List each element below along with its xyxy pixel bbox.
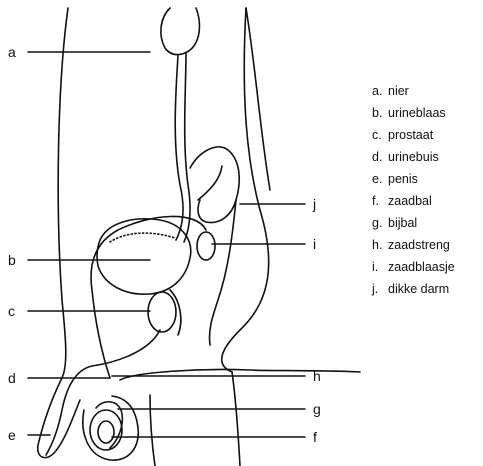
seminal-vesicle	[197, 232, 215, 260]
legend-label: urinebuis	[388, 150, 439, 164]
legend-key: e.	[372, 168, 388, 190]
legend-key: j.	[372, 278, 388, 300]
legend-key: b.	[372, 102, 388, 124]
testis-inner	[98, 421, 114, 443]
legend-item: g.bijbal	[372, 212, 455, 234]
bladder-stipple	[110, 233, 175, 242]
kidney	[161, 8, 200, 55]
leader-key-e: e	[8, 427, 16, 443]
colon	[190, 147, 239, 223]
legend-item: h.zaadstreng	[372, 234, 455, 256]
legend-label: bijbal	[388, 216, 417, 230]
legend-item: d.urinebuis	[372, 146, 455, 168]
leader-key-j: j	[312, 196, 316, 212]
leader-key-i: i	[313, 236, 316, 252]
legend-key: c.	[372, 124, 388, 146]
leader-key-f: f	[313, 429, 317, 445]
legend-label: zaadstreng	[388, 238, 450, 252]
back-outline	[222, 8, 269, 372]
legend-label: zaadblaasje	[388, 260, 455, 274]
leader-key-g: g	[313, 401, 321, 417]
legend-key: i.	[372, 256, 388, 278]
legend-list: a.nier b.urineblaas c.prostaat d.urinebu…	[372, 80, 455, 300]
ureter-inner	[184, 52, 190, 242]
legend-key: g.	[372, 212, 388, 234]
back-outline-inner	[246, 8, 270, 190]
legend-label: penis	[388, 172, 418, 186]
bladder	[97, 219, 191, 294]
legend-item: b.urineblaas	[372, 102, 455, 124]
testis	[90, 410, 122, 450]
leader-key-b: b	[8, 252, 16, 268]
legend-label: urineblaas	[388, 106, 446, 120]
ureter	[175, 55, 183, 240]
colon-inner	[198, 166, 222, 200]
leader-key-h: h	[313, 368, 321, 384]
leader-key-d: d	[8, 370, 16, 386]
legend-key: f.	[372, 190, 388, 212]
legend-item: e.penis	[372, 168, 455, 190]
legend-key: a.	[372, 80, 388, 102]
legend-label: nier	[388, 84, 409, 98]
front-outline	[38, 8, 80, 458]
legend-item: i.zaadblaasje	[372, 256, 455, 278]
legend-key: h.	[372, 234, 388, 256]
scrotum	[83, 396, 138, 460]
legend-key: d.	[372, 146, 388, 168]
legend-item: c.prostaat	[372, 124, 455, 146]
legend-item: j.dikke darm	[372, 278, 455, 300]
thigh-lower	[150, 395, 155, 466]
prostate	[148, 292, 176, 332]
legend-label: prostaat	[388, 128, 433, 142]
thigh-outline	[120, 369, 360, 380]
legend-label: dikke darm	[388, 282, 449, 296]
legend-item: a.nier	[372, 80, 455, 102]
leader-key-c: c	[8, 303, 15, 319]
legend-item: f.zaadbal	[372, 190, 455, 212]
legend-label: zaadbal	[388, 194, 432, 208]
leader-key-a: a	[8, 44, 16, 60]
thigh-back	[232, 372, 240, 466]
